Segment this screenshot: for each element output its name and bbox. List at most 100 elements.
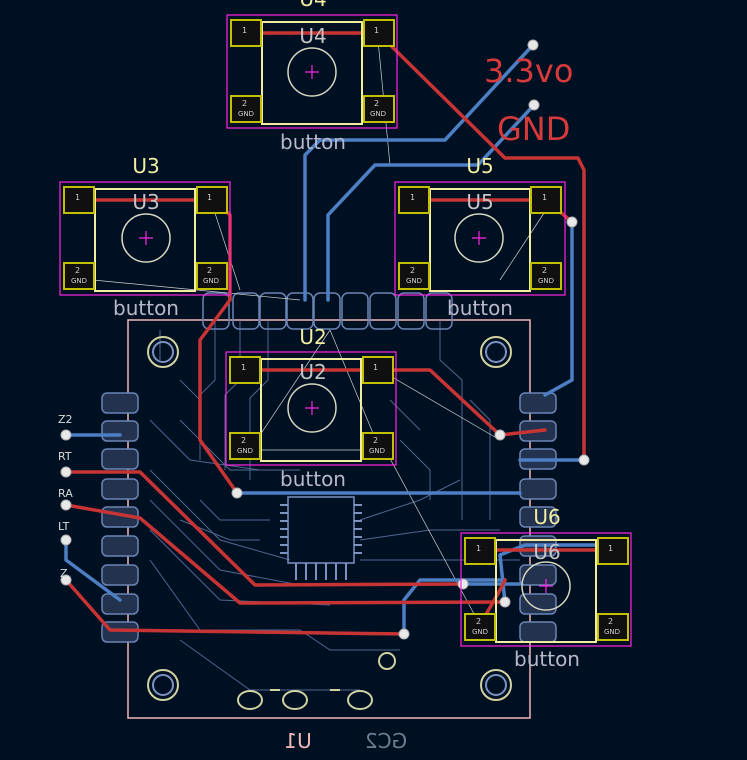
u3-ref-top: U3 bbox=[132, 154, 159, 178]
u4-pin-label: 1 bbox=[374, 26, 379, 35]
u3-pin-label: 1 bbox=[207, 193, 212, 202]
u5-center-mark bbox=[472, 231, 486, 245]
u3-value: button bbox=[113, 296, 179, 320]
u5-gnd-label: GND bbox=[538, 277, 554, 285]
u6-ref-fab: U6 bbox=[533, 540, 560, 564]
usb-connector bbox=[237, 652, 396, 710]
u2-pad-1a bbox=[229, 356, 261, 384]
u5-pad-2b bbox=[530, 262, 562, 290]
u6-actuator bbox=[521, 561, 571, 611]
front-copper-traces bbox=[64, 31, 614, 636]
u5-pad-2a bbox=[398, 262, 430, 290]
u1-ref: U1 bbox=[284, 729, 311, 753]
mounting-holes bbox=[147, 336, 512, 701]
u2-body bbox=[260, 358, 362, 462]
u6-gnd-label: GND bbox=[472, 628, 488, 636]
u3-pin-label: 2 bbox=[75, 266, 80, 275]
u4-ref-fab: U4 bbox=[299, 24, 326, 48]
u5-pad-1a bbox=[398, 186, 430, 214]
signal-label-rt: RT bbox=[58, 450, 72, 463]
u6-gnd-label: GND bbox=[604, 628, 620, 636]
u3-pin-label: 2 bbox=[207, 266, 212, 275]
u4-courtyard bbox=[226, 14, 398, 129]
u2-pad-2a bbox=[229, 432, 261, 460]
u6-pin-label: 1 bbox=[608, 544, 613, 553]
u4-pin-label: 1 bbox=[242, 26, 247, 35]
u3-gnd-label: GND bbox=[203, 277, 219, 285]
top-header bbox=[202, 292, 453, 330]
u6-pad-2a bbox=[464, 613, 496, 641]
power-net-label: 3.3vo bbox=[484, 52, 573, 90]
button-u3[interactable]: 1 1 2 GND 2 GND U3 U3 button bbox=[59, 154, 231, 320]
u3-courtyard bbox=[59, 181, 231, 296]
u3-pad-2a bbox=[63, 262, 95, 290]
u6-center-mark bbox=[539, 579, 553, 593]
u4-pad-2a bbox=[230, 95, 262, 123]
u2-actuator bbox=[287, 383, 337, 433]
signal-label-z: Z bbox=[60, 567, 68, 580]
u2-pad-1b bbox=[362, 356, 394, 384]
right-header bbox=[519, 392, 557, 643]
u5-actuator bbox=[454, 213, 504, 263]
u4-gnd-label: GND bbox=[238, 110, 254, 118]
button-u2[interactable]: 1 1 2 GND 2 GND U2 U2 button bbox=[225, 325, 397, 491]
u5-ref-fab: U5 bbox=[466, 190, 493, 214]
u6-body bbox=[495, 539, 597, 643]
left-signal-labels: Z2 RT RA LT Z bbox=[58, 413, 73, 580]
mcu-pins bbox=[280, 504, 362, 580]
signal-label-lt: LT bbox=[58, 520, 70, 533]
u4-pin-label: 2 bbox=[374, 99, 379, 108]
u4-pad-1b bbox=[363, 19, 395, 47]
u2-courtyard bbox=[225, 351, 397, 466]
gc2-ref: GC2 bbox=[365, 729, 407, 753]
u5-courtyard bbox=[394, 181, 566, 296]
u5-pad-1b bbox=[530, 186, 562, 214]
button-u6[interactable]: 1 1 2 GND 2 GND U6 U6 button bbox=[460, 505, 632, 671]
ground-net-label: GND bbox=[497, 110, 570, 148]
u5-pin-label: 1 bbox=[542, 193, 547, 202]
u6-pin-label: 1 bbox=[476, 544, 481, 553]
u3-ref-fab: U3 bbox=[132, 190, 159, 214]
button-u4[interactable]: 1 1 2 GND 2 GND U4 U4 button bbox=[226, 0, 398, 154]
u6-pad-1b bbox=[597, 537, 629, 565]
u5-ref-top: U5 bbox=[466, 154, 493, 178]
u5-gnd-label: GND bbox=[406, 277, 422, 285]
button-u5[interactable]: 1 1 2 GND 2 GND U5 U5 button bbox=[394, 154, 566, 320]
u2-gnd-label: GND bbox=[237, 447, 253, 455]
u6-courtyard bbox=[460, 532, 632, 647]
u6-value: button bbox=[514, 647, 580, 671]
u4-center-mark bbox=[305, 65, 319, 79]
u5-pin-label: 2 bbox=[542, 266, 547, 275]
u3-actuator bbox=[121, 213, 171, 263]
u6-pad-1a bbox=[464, 537, 496, 565]
u3-pad-1a bbox=[63, 186, 95, 214]
u4-pin-label: 2 bbox=[242, 99, 247, 108]
signal-label-ra: RA bbox=[58, 487, 73, 500]
u6-pin-label: 2 bbox=[608, 617, 613, 626]
u3-body bbox=[94, 188, 196, 292]
u2-pin-label: 2 bbox=[373, 436, 378, 445]
u3-center-mark bbox=[139, 231, 153, 245]
u3-pad-2b bbox=[196, 262, 228, 290]
u5-body bbox=[429, 188, 531, 292]
u4-actuator bbox=[287, 47, 337, 97]
module-u1[interactable]: U1 GC2 bbox=[101, 292, 557, 753]
u5-pin-label: 2 bbox=[410, 266, 415, 275]
u6-ref-top: U6 bbox=[533, 505, 560, 529]
u3-gnd-label: GND bbox=[71, 277, 87, 285]
u2-pin-label: 1 bbox=[373, 363, 378, 372]
u4-gnd-label: GND bbox=[370, 110, 386, 118]
u5-pin-label: 1 bbox=[410, 193, 415, 202]
u4-value: button bbox=[280, 130, 346, 154]
u2-gnd-label: GND bbox=[369, 447, 385, 455]
u2-value: button bbox=[280, 467, 346, 491]
u4-ref-top: U4 bbox=[299, 0, 326, 11]
u3-pin-label: 1 bbox=[75, 193, 80, 202]
u2-ref-top: U2 bbox=[299, 325, 326, 349]
u2-center-mark bbox=[305, 401, 319, 415]
u2-ref-fab: U2 bbox=[299, 360, 326, 384]
u2-pad-2b bbox=[362, 432, 394, 460]
u3-pad-1b bbox=[196, 186, 228, 214]
u2-pin-label: 1 bbox=[241, 363, 246, 372]
